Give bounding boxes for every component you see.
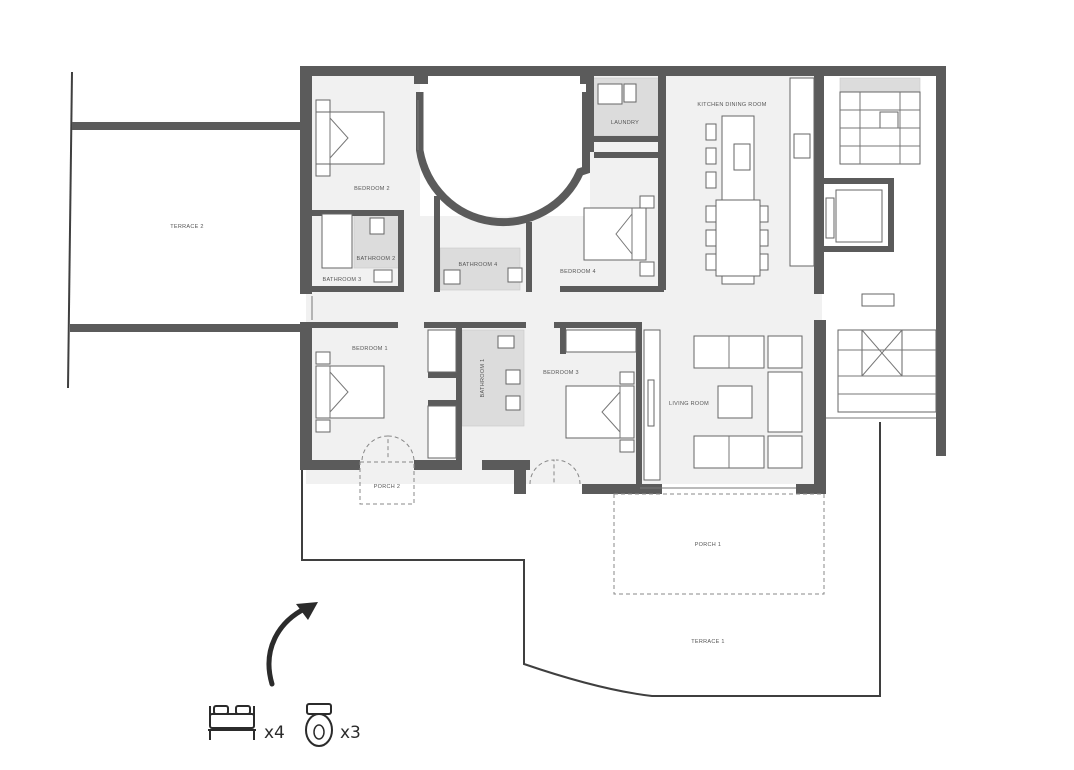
exterior-walls [300,66,946,494]
curved-wall [416,92,590,227]
windows [311,100,936,489]
label-porch-2: PORCH 2 [374,484,401,490]
kitchen-units [705,77,815,285]
bed-bedroom-4 [583,195,655,277]
room-labels: TERRACE 2 LAUNDRY KITCHEN DINING ROOM BE… [170,102,766,645]
label-terrace-1: TERRACE 1 [691,639,725,645]
label-bathroom-2: BATHROOM 2 [357,256,396,262]
bedrooms-count: x4 [264,723,285,743]
bathroom-fixtures [321,83,637,459]
terrace-1-area [301,422,881,697]
interior-walls [312,76,894,488]
label-bathroom-1: BATHROOM 1 [480,359,486,398]
bed-icon [208,705,256,740]
label-living-room: LIVING ROOM [669,401,709,407]
porch-2-area [359,461,415,505]
label-bathroom-4: BATHROOM 4 [459,262,498,268]
porch-1-area [613,493,825,595]
door-swings [361,435,581,485]
toilet-icon [305,703,333,747]
label-kitchen-dining: KITCHEN DINING ROOM [697,102,766,108]
label-bedroom-1: BEDROOM 1 [352,346,388,352]
stairs-lower [837,329,937,413]
label-bathroom-3: BATHROOM 3 [323,277,362,283]
stairs-upper [839,91,921,165]
lift-box [825,189,895,307]
label-bedroom-3: BEDROOM 3 [543,370,579,376]
terrace-2-area [67,71,302,389]
bed-bedroom-2 [315,99,385,177]
bed-bedroom-1 [315,351,385,433]
north-arrow-icon [266,602,318,687]
label-porch-1: PORCH 1 [695,542,722,548]
bathrooms-count: x3 [340,723,361,743]
label-bedroom-2: BEDROOM 2 [354,186,390,192]
label-bedroom-4: BEDROOM 4 [560,269,596,275]
label-terrace-2: TERRACE 2 [170,224,204,230]
bed-bedroom-3 [565,371,635,453]
living-furniture [565,329,803,481]
label-laundry: LAUNDRY [611,120,639,126]
